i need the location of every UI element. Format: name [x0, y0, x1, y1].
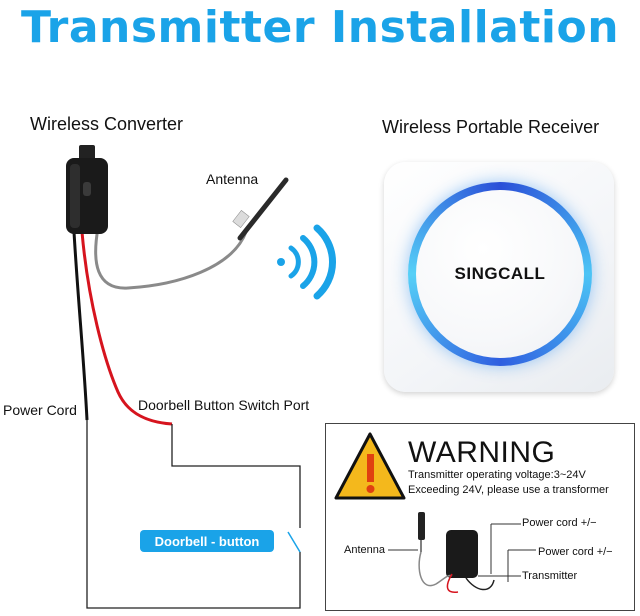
receiver-led-ring: SINGCALL: [408, 182, 592, 366]
page-title: Transmitter Installation: [20, 2, 620, 53]
warning-antenna-label: Antenna: [344, 544, 385, 556]
converter-icon: [66, 145, 108, 234]
receiver-brand: SINGCALL: [454, 264, 546, 283]
warning-panel: WARNING Transmitter operating voltage:3~…: [325, 423, 635, 611]
warning-graphics: [334, 432, 536, 593]
circuit-line: [86, 420, 301, 609]
switch-contact: [287, 531, 301, 553]
warning-power-cord-label-2: Power cord +/−: [538, 546, 613, 558]
black-wire: [72, 231, 89, 421]
wireless-converter-label: Wireless Converter: [30, 114, 184, 134]
receiver-face: SINGCALL: [416, 190, 584, 358]
wireless-signal-icon: [277, 224, 337, 300]
warning-heading: WARNING: [408, 436, 556, 469]
circuit-line: [171, 424, 301, 528]
doorbell-button-tag: Doorbell - button: [140, 530, 274, 552]
antenna-label: Antenna: [206, 171, 259, 187]
warning-power-cord-label-1: Power cord +/−: [522, 517, 597, 529]
transmitter-diagram-icon: [388, 512, 536, 593]
warning-transmitter-label: Transmitter: [522, 570, 578, 582]
power-cord-label: Power Cord: [3, 402, 77, 418]
warning-transformer-text: Exceeding 24V, please use a transformer: [408, 484, 609, 496]
grey-antenna-wire: [94, 227, 248, 290]
warning-voltage-text: Transmitter operating voltage:3~24V: [408, 469, 586, 481]
doorbell-port-label: Doorbell Button Switch Port: [138, 397, 310, 413]
wireless-receiver: SINGCALL: [384, 162, 614, 392]
red-wire: [80, 231, 173, 426]
antenna-icon: [232, 177, 289, 241]
wireless-receiver-label: Wireless Portable Receiver: [382, 117, 600, 137]
